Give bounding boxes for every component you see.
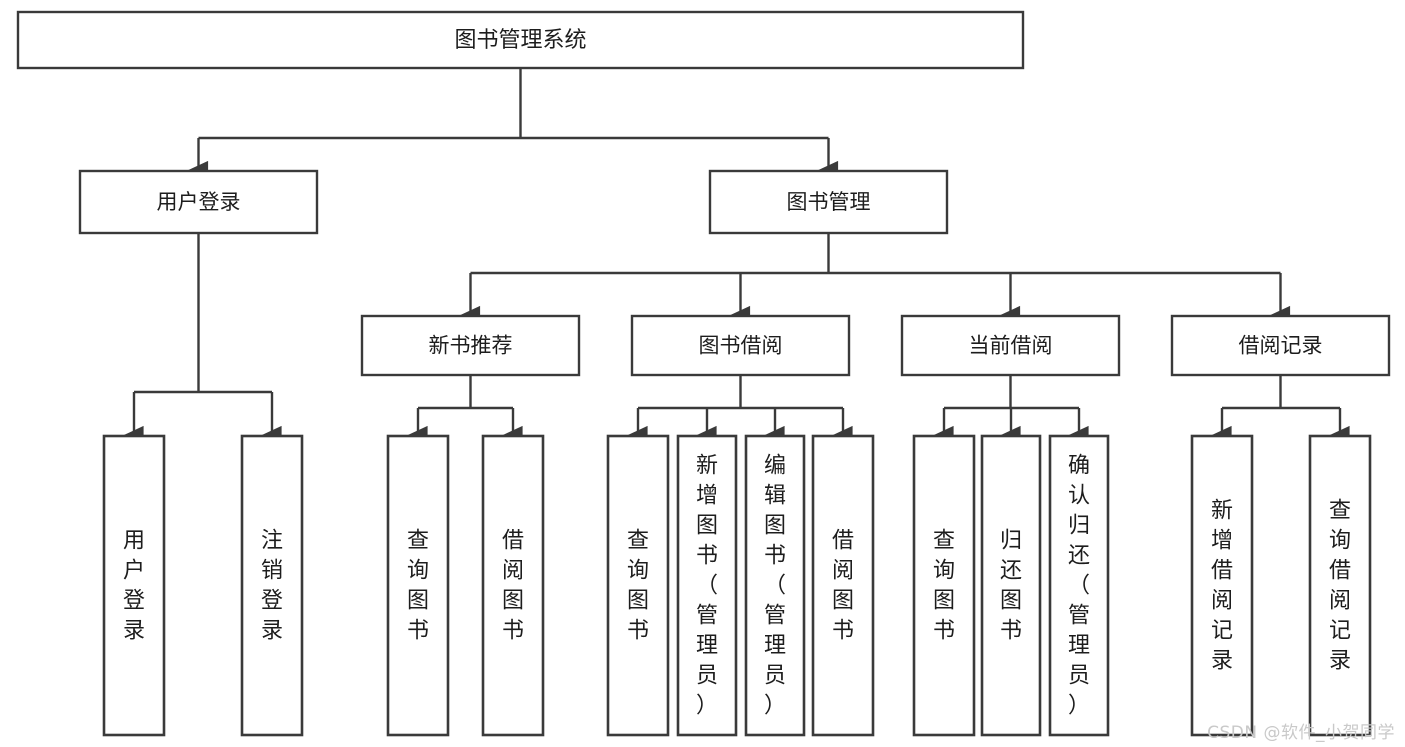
leaf-label-leaf-borrow-book-1: 借阅图书 [502,529,524,644]
leaf-leaf-add-record[interactable]: 新增借阅记录 [1190,434,1254,737]
leaf-label-leaf-logout: 注销登录 [261,529,283,644]
leaf-leaf-confirm-return[interactable]: 确认归还（管理员） [1048,434,1110,737]
leaf-label-leaf-query-record: 查询借阅记录 [1329,499,1351,674]
leaf-box-leaf-confirm-return [1048,434,1110,737]
node-box-current-borrow [900,314,1121,377]
node-root[interactable]: 图书管理系统 [16,10,1025,70]
leaf-box-leaf-logout [240,434,304,737]
node-label-user-login: 用户登录 [157,190,241,214]
leaf-label-leaf-edit-book: 编辑图书（管理员） [764,454,786,719]
node-box-user-login [78,169,319,235]
node-box-book-borrow [630,314,851,377]
node-box-root [16,10,1025,70]
node-book-manage[interactable]: 图书管理 [708,169,949,235]
leaf-box-leaf-query-book-1 [386,434,450,737]
leaf-label-leaf-query-book-1: 查询图书 [407,529,429,644]
node-label-current-borrow: 当前借阅 [969,334,1053,358]
leaf-leaf-borrow-book-2[interactable]: 借阅图书 [811,434,875,737]
leaf-box-leaf-borrow-book-1 [481,434,545,737]
node-label-borrow-record: 借阅记录 [1239,334,1323,358]
node-label-new-book-rec: 新书推荐 [429,334,513,358]
node-book-borrow[interactable]: 图书借阅 [630,314,851,377]
leaf-label-leaf-user-login: 用户登录 [123,529,145,644]
node-box-new-book-rec [360,314,581,377]
leaf-box-leaf-add-book [676,434,738,737]
leaf-label-leaf-query-book-3: 查询图书 [933,529,955,644]
node-box-borrow-record [1170,314,1391,377]
node-label-book-manage: 图书管理 [787,190,871,214]
leaf-leaf-edit-book[interactable]: 编辑图书（管理员） [744,434,806,737]
leaf-leaf-query-book-1[interactable]: 查询图书 [386,434,450,737]
leaf-box-leaf-return-book [980,434,1042,737]
leaf-box-leaf-query-book-2 [606,434,670,737]
leaf-leaf-query-book-3[interactable]: 查询图书 [912,434,976,737]
leaf-label-leaf-add-book: 新增图书（管理员） [696,454,718,719]
csdn-watermark: CSDN @软件_小贺同学 [1207,723,1395,743]
leaf-leaf-user-login[interactable]: 用户登录 [102,434,166,737]
leaf-leaf-logout[interactable]: 注销登录 [240,434,304,737]
node-current-borrow[interactable]: 当前借阅 [900,314,1121,377]
node-label-root: 图书管理系统 [454,28,586,53]
leaf-label-leaf-borrow-book-2: 借阅图书 [832,529,854,644]
leaf-box-leaf-query-record [1308,434,1372,737]
node-user-login[interactable]: 用户登录 [78,169,319,235]
node-boxes: 图书管理系统用户登录图书管理新书推荐图书借阅当前借阅借阅记录用户登录注销登录查询… [16,10,1391,737]
leaf-leaf-return-book[interactable]: 归还图书 [980,434,1042,737]
leaf-label-leaf-add-record: 新增借阅记录 [1211,499,1233,674]
leaf-box-leaf-user-login [102,434,166,737]
leaf-label-leaf-return-book: 归还图书 [1000,529,1022,644]
leaf-leaf-query-book-2[interactable]: 查询图书 [606,434,670,737]
leaf-leaf-query-record[interactable]: 查询借阅记录 [1308,434,1372,737]
leaf-leaf-borrow-book-1[interactable]: 借阅图书 [481,434,545,737]
leaf-box-leaf-edit-book [744,434,806,737]
leaf-label-leaf-query-book-2: 查询图书 [627,529,649,644]
leaf-leaf-add-book[interactable]: 新增图书（管理员） [676,434,738,737]
leaf-box-leaf-borrow-book-2 [811,434,875,737]
leaf-box-leaf-query-book-3 [912,434,976,737]
connector-lines [123,68,1350,445]
leaf-label-leaf-confirm-return: 确认归还（管理员） [1068,454,1090,719]
node-label-book-borrow: 图书借阅 [699,334,783,358]
node-borrow-record[interactable]: 借阅记录 [1170,314,1391,377]
leaf-box-leaf-add-record [1190,434,1254,737]
node-box-book-manage [708,169,949,235]
node-new-book-rec[interactable]: 新书推荐 [360,314,581,377]
